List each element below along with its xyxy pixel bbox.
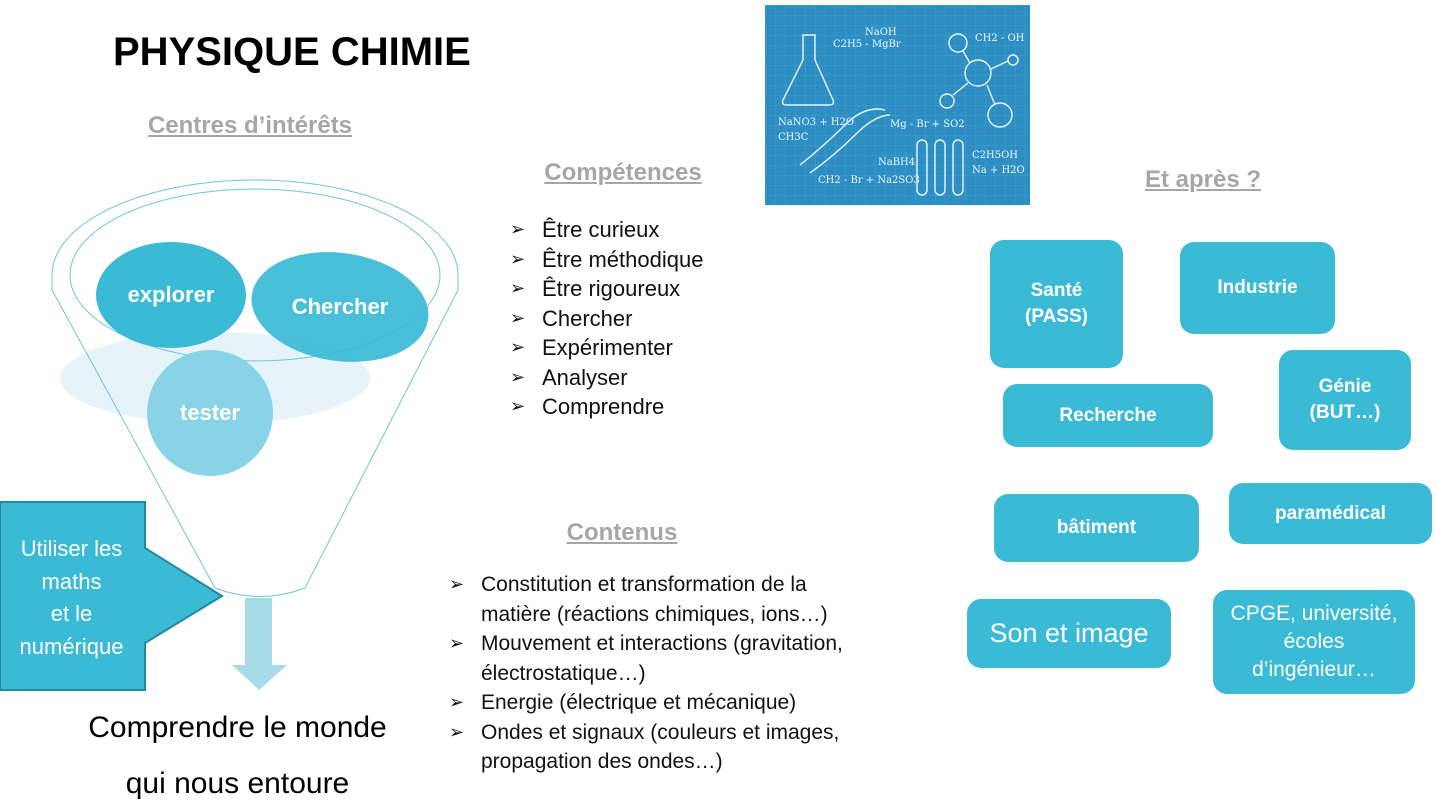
formula: CH2 - Br + Na2SO3 xyxy=(818,175,920,186)
item-text: Constitution et transformation de la xyxy=(481,573,807,596)
formula: CH2 - OH xyxy=(975,33,1025,44)
formula: CH3C xyxy=(778,132,809,143)
arrow-bullet-icon: ➢ xyxy=(510,248,526,269)
formula: Na + H2O xyxy=(972,165,1025,176)
arrow-bullet-icon: ➢ xyxy=(510,278,526,298)
arrow-bullet-icon: ➢ xyxy=(510,219,526,239)
page-title: PHYSIQUE CHIMIE xyxy=(113,30,471,74)
career-box-son-image: Son et image xyxy=(967,599,1171,668)
item-text: Analyser xyxy=(542,364,628,390)
formula: NaOH xyxy=(865,27,897,38)
skills-list: ➢ Être curieux ➢ Être méthodique ➢ Être rig… xyxy=(510,215,704,422)
list-item: ➢ Être curieux xyxy=(510,215,703,245)
bubble-label: tester xyxy=(180,400,240,425)
career-box-paramedical: paramédical xyxy=(1229,483,1432,544)
list-item: ➢ Analyser xyxy=(510,363,703,393)
interests-heading: Centres d’intérêts xyxy=(147,112,353,139)
item-text: Être curieux xyxy=(542,217,660,242)
funnel-rim xyxy=(69,188,441,362)
list-item: ➢ Expérimenter xyxy=(510,333,703,363)
down-arrow xyxy=(232,598,287,690)
item-text: Energie (électrique et mécanique) xyxy=(481,691,797,714)
formula: Mg - Br + SO2 xyxy=(890,119,965,130)
list-item: ➢ Être méthodique xyxy=(510,245,704,275)
career-box-industrie: Industrie xyxy=(1180,242,1335,334)
arrow-bullet-icon: ➢ xyxy=(510,337,526,357)
arrow-bullet-icon: ➢ xyxy=(510,396,526,416)
bubble-label: explorer xyxy=(127,282,215,307)
item-text: Être rigoureux xyxy=(542,276,681,301)
item-text: matière (réactions chimiques, ions…) xyxy=(481,602,828,626)
outcome-line: Comprendre le monde xyxy=(88,711,387,744)
label-line: Utiliser les xyxy=(20,536,123,561)
chemistry-blueprint-image: NaOH C2H5 - MgBr CH2 - OH NaNO3 + H2O CH… xyxy=(765,5,1030,205)
career-box-cpge: CPGE, université, écoles d’ingénieur… xyxy=(1213,590,1415,694)
formula: C2H5OH xyxy=(972,150,1018,161)
career-box-batiment: bâtiment xyxy=(994,494,1199,562)
contents-list: ➢ Constitution et transformation de la mat… xyxy=(449,570,843,777)
career-box-genie: Génie (BUT…) xyxy=(1279,350,1411,450)
arrow-bullet-icon: ➢ xyxy=(510,307,526,328)
list-item: ➢ Comprendre xyxy=(510,392,703,422)
after-heading: Et après ? xyxy=(1144,166,1262,193)
arrow-bullet-icon: ➢ xyxy=(449,574,465,594)
list-item: ➢ Mouvement et interactions (gravitation,… xyxy=(449,629,843,688)
item-text: électrostatique…) xyxy=(481,661,646,685)
bubble-label: Chercher xyxy=(291,294,389,319)
arrow-bullet-icon: ➢ xyxy=(449,721,465,742)
formula: C2H5 - MgBr xyxy=(833,39,901,50)
list-item: ➢ Ondes et signaux (couleurs et images, pr… xyxy=(449,718,843,777)
label-line: et le xyxy=(50,601,93,626)
item-text: Mouvement et interactions (gravitation, xyxy=(481,632,843,655)
item-text: propagation des ondes…) xyxy=(481,750,723,773)
career-box-sante: Santé (PASS) xyxy=(990,240,1123,368)
list-item: ➢ Chercher xyxy=(510,304,703,334)
outcome-line: qui nous entoure xyxy=(125,767,350,800)
label-line: numérique xyxy=(19,633,124,659)
item-text: Ondes et signaux (couleurs et images, xyxy=(481,720,840,744)
input-arrow-label: Utiliser les maths et le numérique xyxy=(0,533,143,663)
contents-heading: Contenus xyxy=(566,519,678,546)
skills-heading: Compétences xyxy=(544,159,702,186)
bubble-chercher xyxy=(251,252,429,362)
list-item: ➢ Energie (électrique et mécanique) xyxy=(449,688,843,718)
formula: NaNO3 + H2O xyxy=(778,117,854,128)
career-box-recherche: Recherche xyxy=(1003,384,1213,447)
arrow-bullet-icon: ➢ xyxy=(449,692,465,712)
item-text: Comprendre xyxy=(542,394,665,419)
label-line: maths xyxy=(41,568,102,594)
formula: NaBH4 xyxy=(878,157,915,168)
bubble-explorer xyxy=(96,242,246,348)
bubble-tester xyxy=(147,350,273,476)
list-item: ➢ Être rigoureux xyxy=(510,274,703,304)
outcome-text: Comprendre le monde qui nous entoure xyxy=(40,700,435,810)
item-text: Chercher xyxy=(542,305,633,331)
funnel-diagram xyxy=(0,179,459,691)
flask-icon xyxy=(781,34,835,106)
item-text: Expérimenter xyxy=(542,335,673,360)
list-item: ➢ Constitution et transformation de la mat… xyxy=(449,570,843,629)
input-arrow xyxy=(0,501,224,691)
arrow-bullet-icon: ➢ xyxy=(510,366,526,387)
item-text: Être méthodique xyxy=(542,246,704,272)
funnel-outline xyxy=(51,179,459,597)
arrow-bullet-icon: ➢ xyxy=(449,633,465,653)
